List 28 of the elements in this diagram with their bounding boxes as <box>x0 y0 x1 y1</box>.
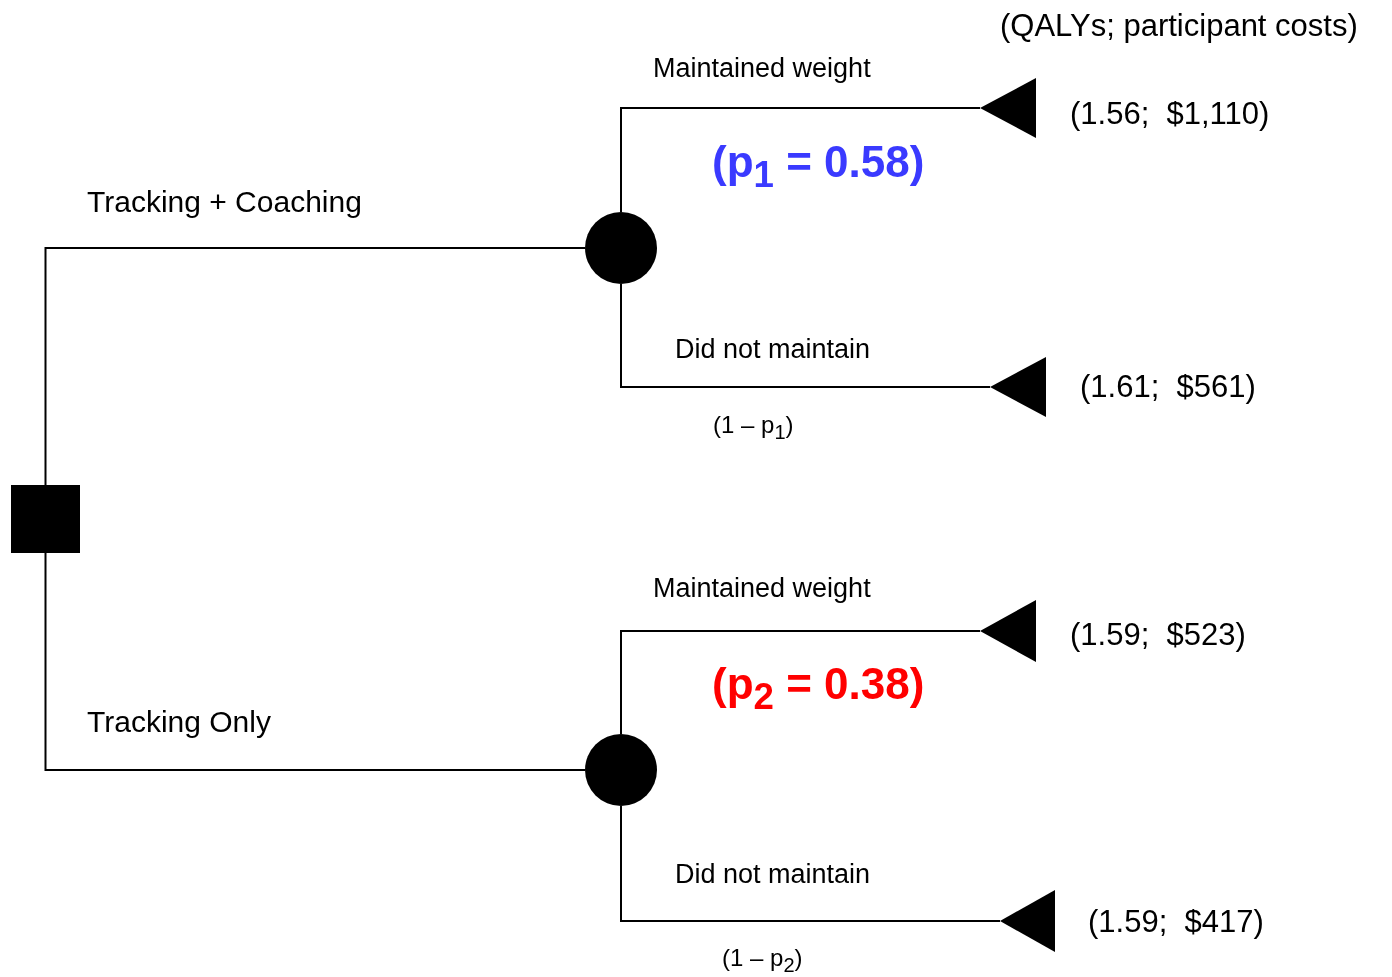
probability-label: (p$_{2}$ = 0.38) <box>712 662 925 716</box>
branch-label: Did not maintain <box>675 336 871 363</box>
branch-line <box>620 630 981 735</box>
chance-node <box>585 212 657 284</box>
payoff-label: (1.59; $523) <box>1070 619 1246 650</box>
branch-line <box>620 107 981 213</box>
branch-line <box>620 805 1001 922</box>
column-header: (QALYs; participant costs) <box>1000 10 1358 41</box>
payoff-label: (1.59; $417) <box>1088 906 1264 937</box>
payoff-label: (1.61; $561) <box>1080 371 1256 402</box>
probability-label: (p$_{1}$ = 0.58) <box>712 140 925 194</box>
probability-label: (1 – p$_{1}$) <box>713 413 794 442</box>
terminal-node <box>980 600 1036 662</box>
branch-line <box>44 247 586 486</box>
branch-line <box>44 552 586 771</box>
decision-node <box>11 485 80 553</box>
branch-label: Maintained weight <box>653 55 871 82</box>
branch-line <box>620 283 991 388</box>
terminal-node <box>990 357 1046 417</box>
branch-label: Tracking + Coaching <box>87 187 362 217</box>
terminal-node <box>1000 890 1055 952</box>
branch-label: Did not maintain <box>675 861 871 888</box>
probability-label: (1 – p$_{2}$) <box>722 946 803 975</box>
branch-label: Maintained weight <box>653 575 871 602</box>
branch-label: Tracking Only <box>87 707 271 737</box>
terminal-node <box>980 78 1036 138</box>
chance-node <box>585 734 657 806</box>
payoff-label: (1.56; $1,110) <box>1070 98 1270 129</box>
